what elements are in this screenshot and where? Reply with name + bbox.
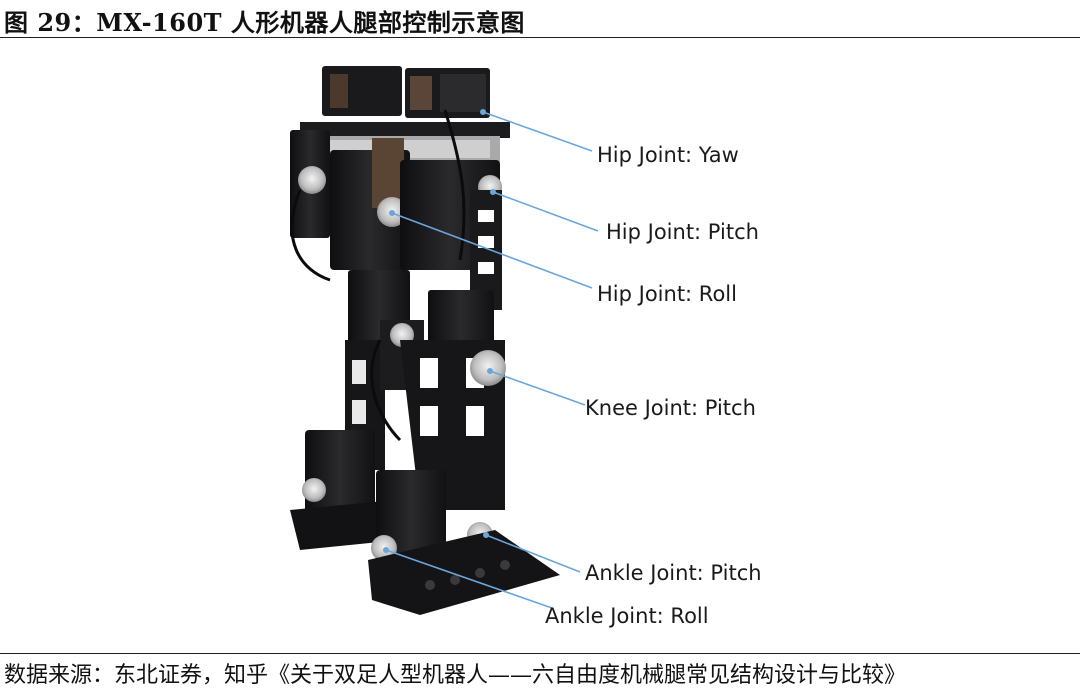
label-hip-roll: Hip Joint: Roll (597, 282, 737, 306)
top-rule (0, 37, 1080, 38)
right-leg (368, 290, 560, 615)
left-hip-servos (290, 130, 410, 270)
bottom-rule (0, 653, 1080, 654)
hip-yaw-servos (322, 66, 490, 118)
figure-title: 图 29：MX-160T 人形机器人腿部控制示意图 (4, 8, 525, 37)
label-hip-pitch: Hip Joint: Pitch (606, 220, 759, 244)
label-knee-pitch: Knee Joint: Pitch (585, 396, 756, 420)
right-hip-servos (400, 160, 502, 310)
leader-line-dots (383, 109, 496, 553)
robot-legs-photo (290, 66, 599, 615)
label-ankle-pitch: Ankle Joint: Pitch (585, 561, 762, 585)
label-ankle-roll: Ankle Joint: Roll (545, 604, 709, 628)
figure-source: 数据来源：东北证券，知乎《关于双足人型机器人——六自由度机械腿常见结构设计与比较… (4, 663, 907, 688)
label-hip-yaw: Hip Joint: Yaw (597, 143, 739, 167)
leader-lines (385, 111, 599, 609)
hip-plate (300, 122, 510, 162)
